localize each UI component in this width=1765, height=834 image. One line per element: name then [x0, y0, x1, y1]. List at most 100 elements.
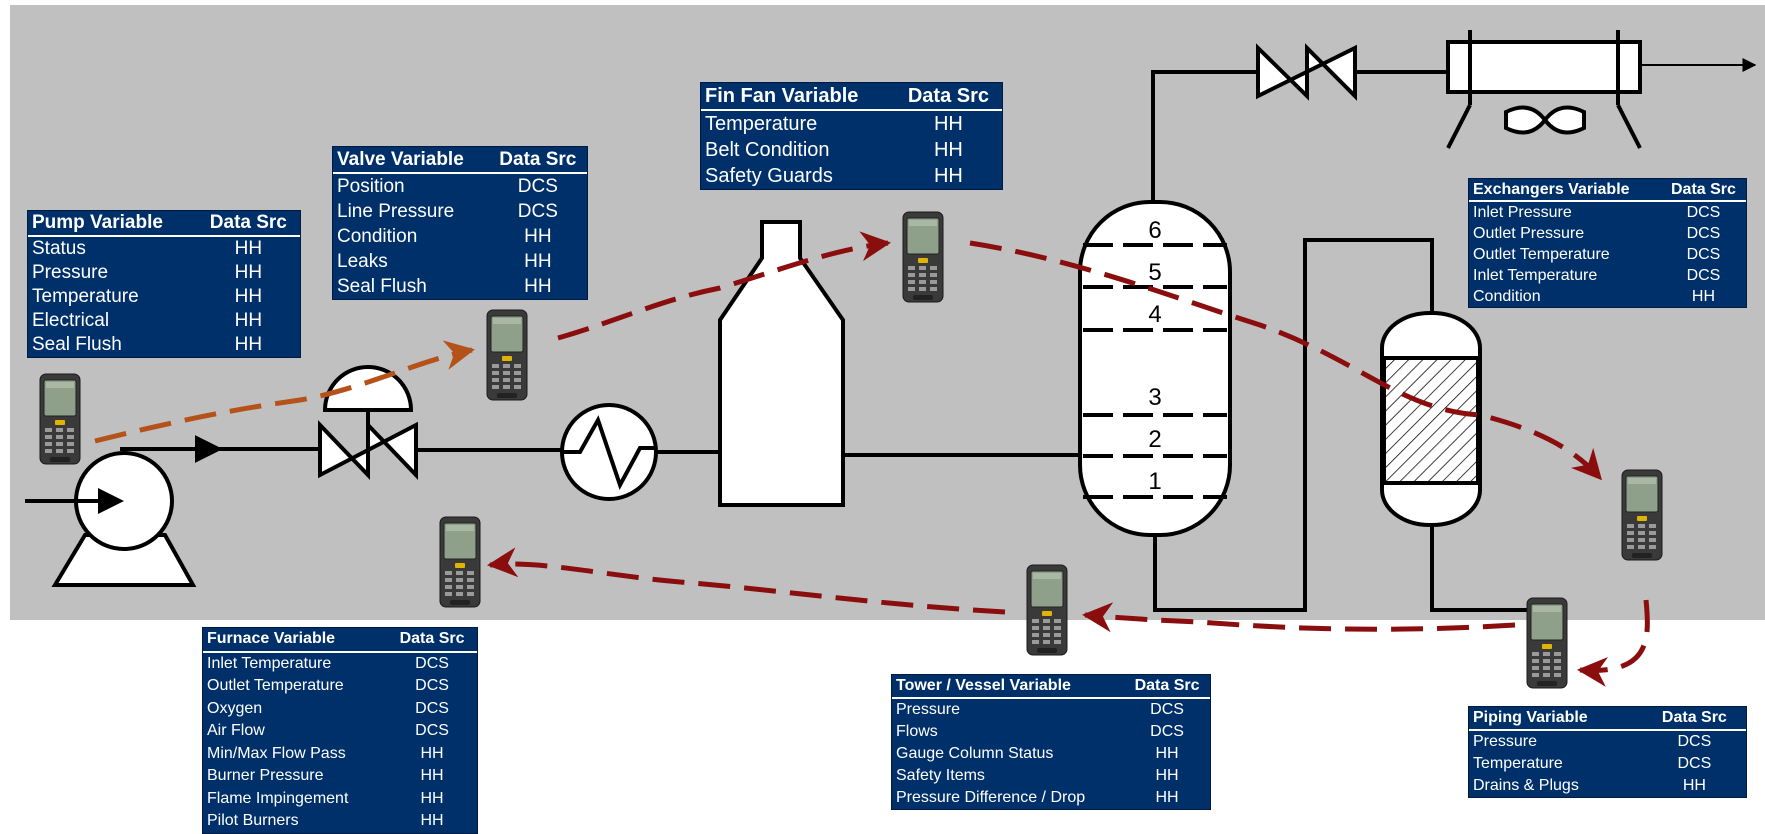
tray-label-3: 3	[1148, 384, 1161, 411]
handheld-scanner-icon-valve	[486, 309, 528, 401]
inspection-route-arrows	[94, 231, 1650, 687]
variable-name-cell: Seal Flush	[32, 334, 122, 355]
data-src-cell: HH	[933, 139, 963, 161]
variable-name-cell: Condition	[1473, 288, 1541, 305]
variable-name-cell: Pressure	[896, 701, 961, 718]
column-header-variable: Tower / Vessel Variable	[892, 675, 1125, 699]
data-src-cell: DCS	[1677, 733, 1712, 750]
data-src-cell: HH	[1155, 745, 1179, 762]
tray-label-6: 6	[1148, 217, 1161, 244]
route-arrow-exchanger-to-piping	[1577, 599, 1650, 687]
variable-name-cell: Belt Condition	[705, 139, 830, 161]
variable-name-cell: Temperature	[1473, 755, 1563, 772]
fin-fan-cooler-icon	[1446, 30, 1642, 149]
data-src-cell: DCS	[1686, 267, 1721, 284]
variable-name-cell: Seal Flush	[337, 276, 427, 297]
data-src-cell: DCS	[1686, 246, 1721, 263]
variable-name-cell: Outlet Temperature	[1473, 246, 1610, 263]
data-src-cell: HH	[234, 286, 263, 307]
gate-valve-icon	[1256, 43, 1357, 101]
variable-name-cell: Position	[337, 176, 405, 197]
table-row: Seal Flush HH	[333, 274, 587, 299]
data-src-cell: DCS	[415, 722, 449, 739]
variable-name-cell: Burner Pressure	[207, 767, 324, 784]
handheld-scanner-icon-piping	[1526, 597, 1568, 689]
table-row: Inlet Temperature DCS	[1469, 265, 1746, 286]
variable-name-cell: Drains & Plugs	[1473, 777, 1579, 794]
table-row: Seal Flush HH	[28, 333, 300, 357]
handheld-scanner-icon-pump	[39, 373, 81, 465]
data-src-cell: HH	[524, 226, 552, 247]
tray-label-2: 2	[1148, 426, 1161, 453]
variable-name-cell: Inlet Temperature	[1473, 267, 1598, 284]
column-header-variable: Exchangers Variable	[1469, 179, 1661, 202]
column-header-data-src: Data Src	[1124, 675, 1210, 699]
data-src-cell: HH	[524, 276, 552, 297]
table-row: Outlet Temperature DCS	[1469, 244, 1746, 265]
tray-label-4: 4	[1148, 301, 1161, 328]
handheld-scanner-icon-tower	[1026, 564, 1068, 656]
variable-name-cell: Condition	[337, 226, 418, 247]
column-header-data-src: Data Src	[196, 211, 300, 237]
column-header-data-src: Data Src	[488, 147, 587, 174]
data-src-cell: HH	[524, 251, 552, 272]
variable-name-cell: Air Flow	[207, 722, 265, 739]
data-src-cell: DCS	[1150, 723, 1184, 740]
data-src-cell: DCS	[1677, 755, 1712, 772]
column-header-variable: Fin Fan Variable	[701, 83, 895, 111]
column-header-data-src: Data Src	[894, 83, 1002, 111]
column-header-variable: Piping Variable	[1469, 707, 1643, 731]
data-src-cell: DCS	[1686, 204, 1721, 221]
data-src-cell: HH	[420, 767, 444, 784]
route-arrow-piping-to-tower	[1082, 602, 1516, 633]
column-header-variable: Valve Variable	[333, 147, 489, 174]
data-src-cell: DCS	[517, 176, 558, 197]
variable-name-cell: Temperature	[705, 113, 818, 135]
route-arrow-finfan-to-exchanger	[969, 240, 1602, 481]
data-src-cell: HH	[933, 165, 963, 187]
data-src-cell: HH	[234, 334, 263, 355]
data-src-cell: HH	[234, 310, 263, 331]
data-src-cell: HH	[234, 238, 263, 259]
data-src-cell: HH	[1155, 789, 1179, 806]
table-row: Belt Condition HH	[701, 137, 1002, 163]
column-header-data-src: Data Src	[1660, 179, 1746, 202]
data-src-cell: DCS	[415, 654, 449, 672]
data-src-cell: DCS	[415, 677, 449, 694]
route-arrow-valve-to-finfan	[557, 231, 891, 341]
process-piping	[120, 58, 1757, 612]
data-src-cell: DCS	[1150, 701, 1184, 718]
handheld-scanner-icon-furnace	[439, 516, 481, 608]
table-row: Temperature DCS	[1469, 753, 1746, 775]
variable-name-cell: Safety Items	[896, 767, 985, 784]
variable-name-cell: Flame Impingement	[207, 789, 349, 807]
